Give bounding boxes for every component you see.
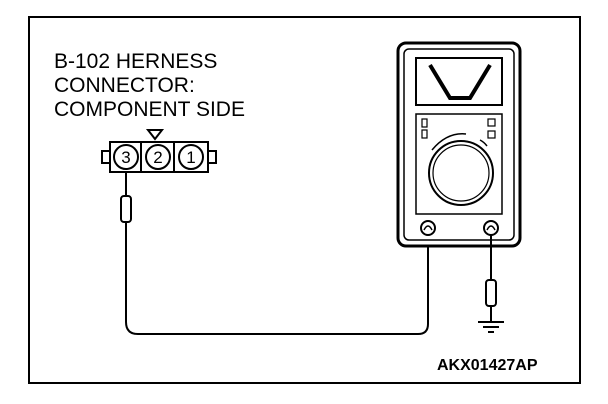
- connector-right-lug: [207, 150, 217, 164]
- meter-switch-mid-right: [487, 130, 496, 139]
- connector-pin-3: [113, 144, 139, 170]
- meter-switch-top-left: [421, 118, 428, 128]
- meter-switch-top-right: [487, 118, 496, 127]
- voltmeter-icon: [396, 41, 522, 248]
- meter-terminal-right: [483, 220, 499, 236]
- connector-left-lug: [101, 150, 111, 164]
- connector-title-line-1: B-102 HERNESS: [54, 50, 218, 73]
- connector-key-icon: [145, 129, 165, 141]
- connector-pin-2: [145, 144, 171, 170]
- measurement-wire: [125, 222, 429, 335]
- ground-icon: [478, 321, 504, 333]
- meter-dial-inner: [432, 144, 490, 202]
- ground-probe-icon: [485, 279, 497, 307]
- meter-switch-mid-left: [421, 129, 428, 139]
- connector-title-line-3: COMPONENT SIDE: [54, 98, 245, 121]
- connector-title: B-102 HERNESS CONNECTOR: COMPONENT SIDE: [54, 50, 245, 122]
- probe-icon: [120, 195, 132, 223]
- figure-code: AKX01427AP: [437, 357, 538, 374]
- connector-b102: 3 2 1: [101, 129, 217, 173]
- meter-v-symbol: [428, 63, 492, 100]
- connector-title-line-2: CONNECTOR:: [54, 74, 195, 97]
- connector-pin-1: [178, 144, 204, 170]
- connector-pin-label-2: 2: [153, 148, 162, 167]
- meter-dial-scale: [431, 133, 488, 151]
- connector-pin-label-1: 1: [186, 148, 195, 167]
- connector-pin-label-3: 3: [121, 148, 130, 167]
- meter-terminal-left: [420, 220, 436, 236]
